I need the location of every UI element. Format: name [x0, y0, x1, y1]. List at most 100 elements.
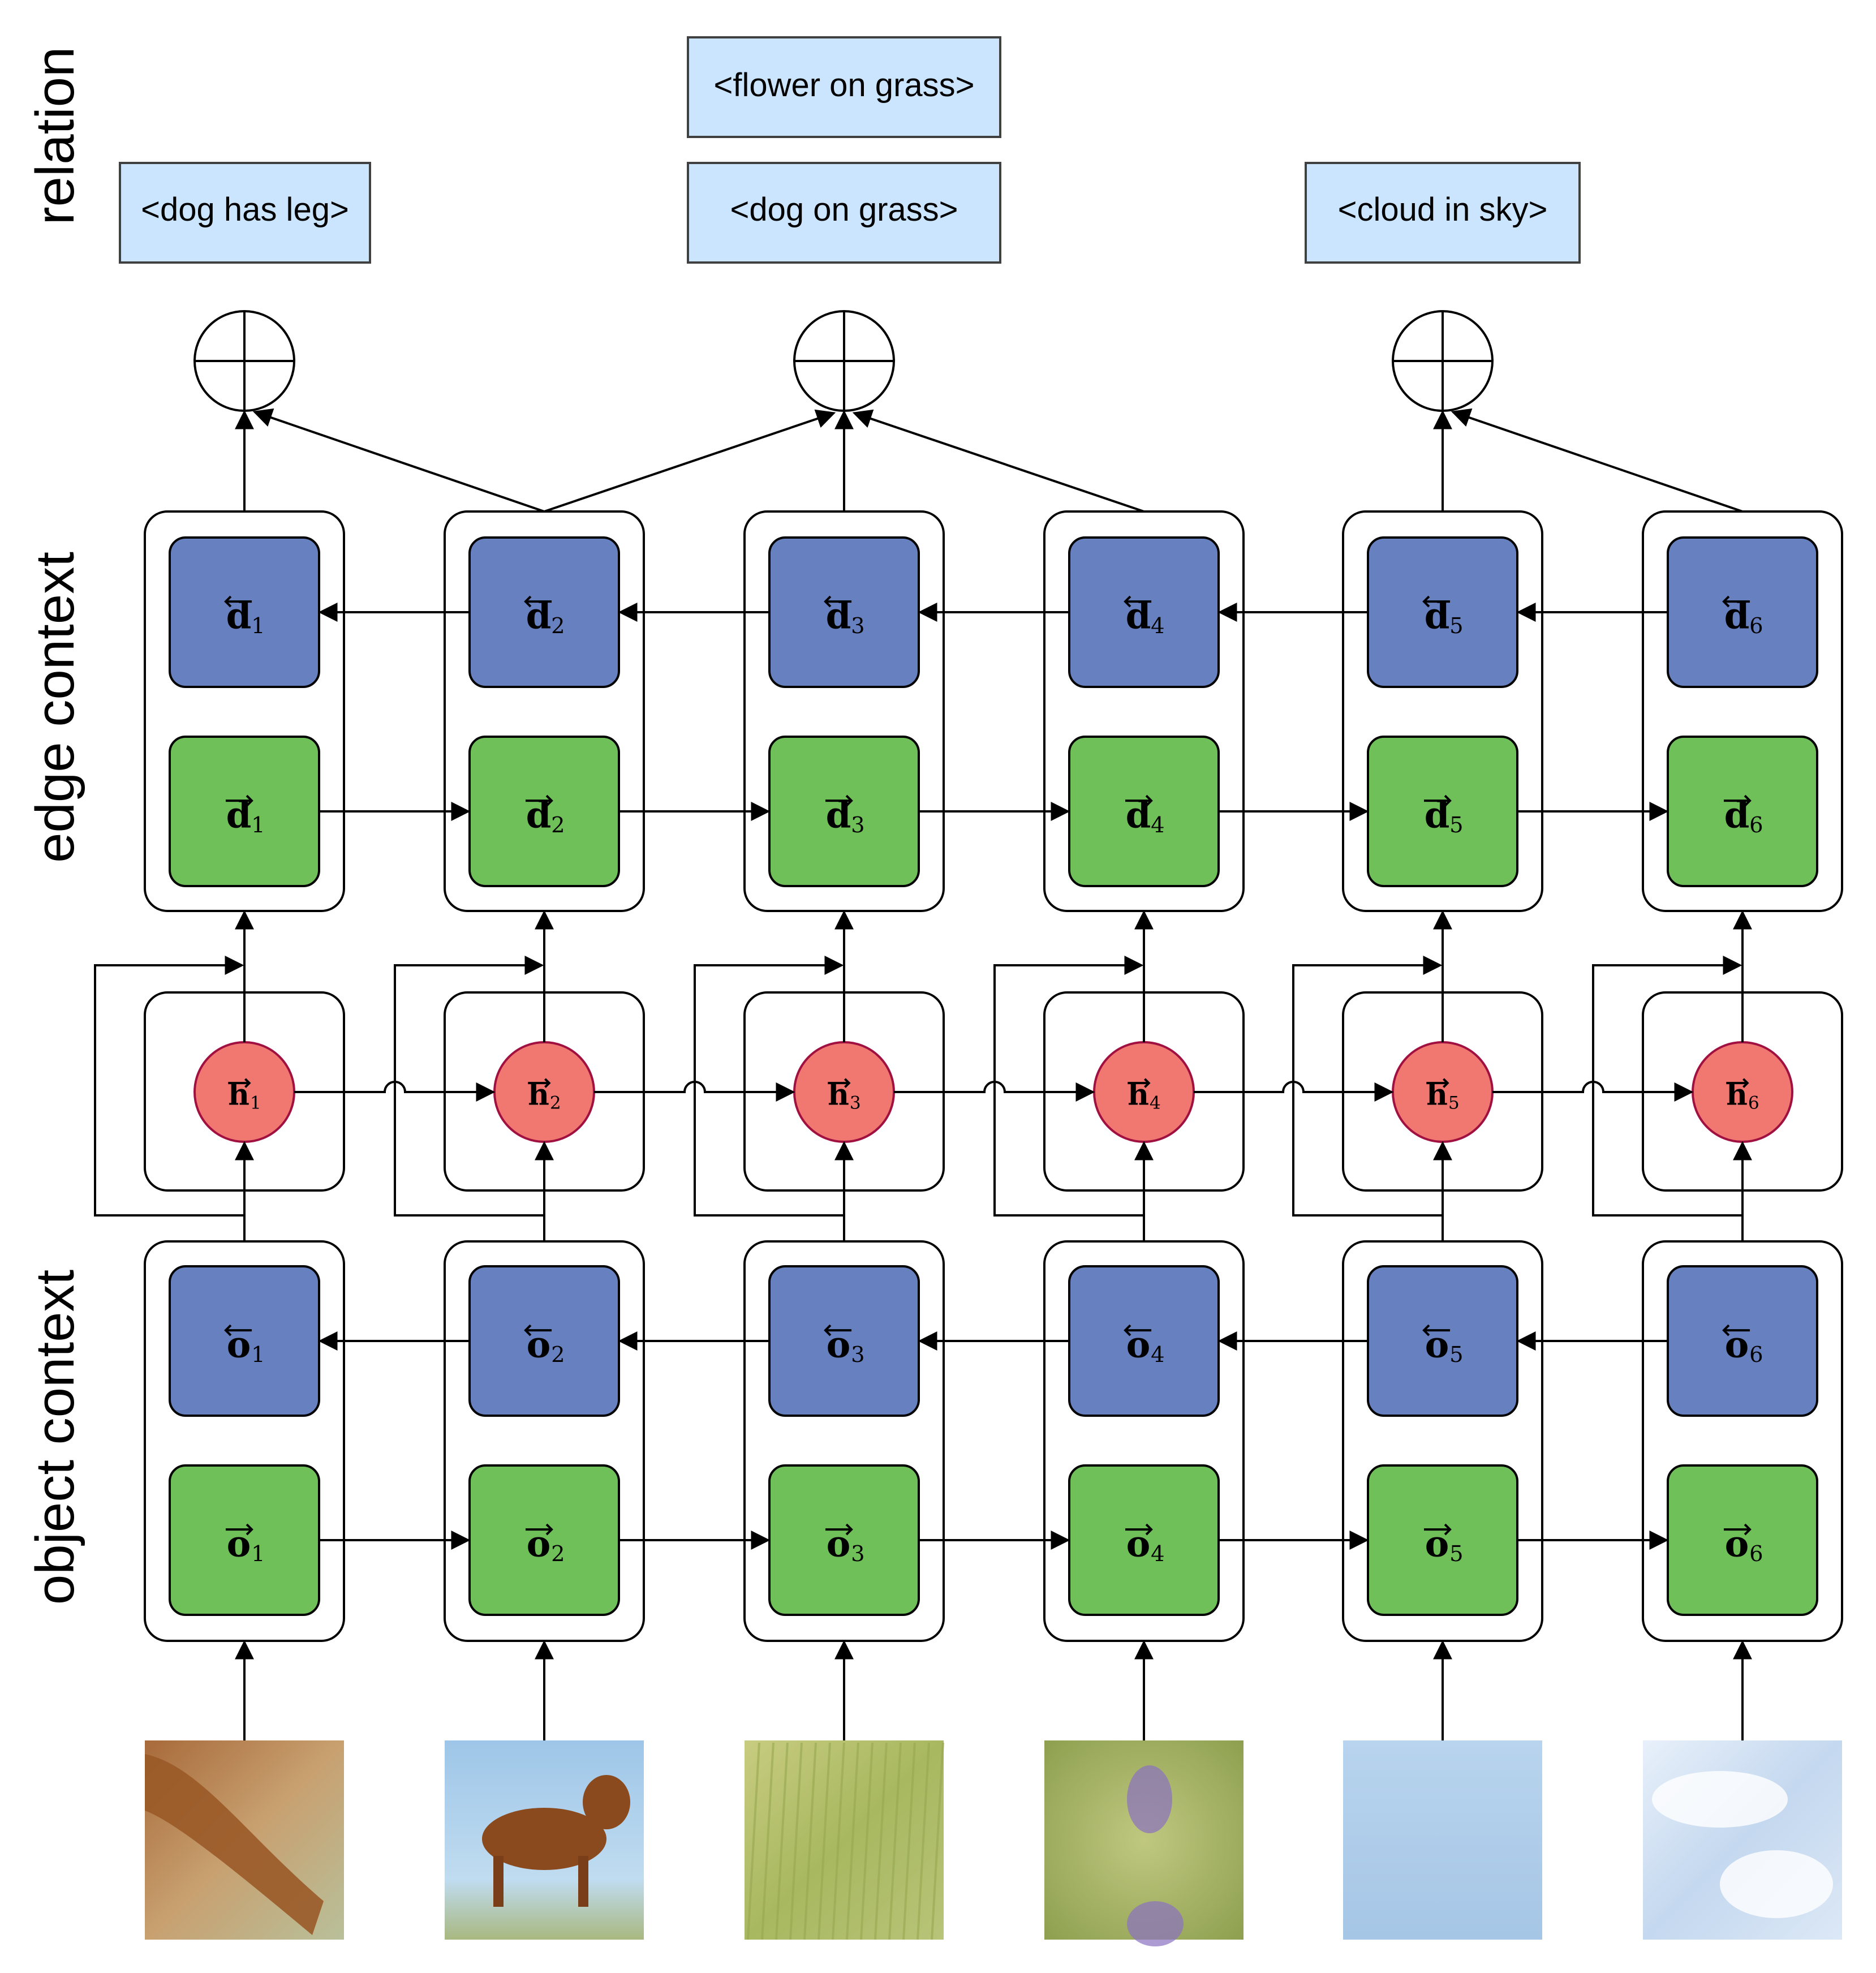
- symbol-subscript: 5: [1449, 1541, 1463, 1567]
- section-label-relation: relation: [25, 47, 85, 225]
- skip-connection: [94, 964, 244, 1217]
- symbol-subscript: 5: [1449, 613, 1463, 639]
- symbol-subscript: 4: [1151, 613, 1164, 639]
- symbol-subscript: 1: [251, 1541, 265, 1567]
- relation-label: <cloud in sky>: [1338, 191, 1548, 228]
- symbol-subscript: 1: [251, 1342, 265, 1368]
- symbol-subscript: 2: [551, 813, 565, 838]
- relation-label: <flower on grass>: [713, 67, 974, 104]
- symbol-subscript: 4: [1151, 1342, 1164, 1368]
- skip-connection: [394, 964, 544, 1217]
- symbol-subscript: 6: [1748, 1093, 1759, 1113]
- relation-box-dog-has-leg: <dog has leg>: [119, 162, 371, 264]
- hidden-state-link: [594, 1081, 795, 1102]
- relation-box-dog-on-grass: <dog on grass>: [687, 162, 1001, 264]
- skip-connection: [694, 964, 844, 1217]
- symbol-subscript: 2: [551, 613, 565, 639]
- symbol-subscript: 3: [850, 1093, 861, 1113]
- input-image-2: [445, 1740, 644, 1940]
- symbol-subscript: 4: [1151, 813, 1164, 838]
- combine-node-1: [193, 310, 295, 412]
- symbol-subscript: 5: [1448, 1093, 1460, 1113]
- symbol-subscript: 4: [1151, 1541, 1164, 1567]
- symbol-subscript: 6: [1749, 1541, 1763, 1567]
- hidden-state-link: [1492, 1081, 1694, 1102]
- relation-label: <dog on grass>: [730, 191, 958, 228]
- section-label-object-context: object context: [25, 1270, 85, 1605]
- skip-connection: [1592, 964, 1742, 1217]
- relation-box-flower-on-grass: <flower on grass>: [687, 36, 1001, 138]
- skip-connection: [1292, 964, 1443, 1217]
- combine-input-arrows: [235, 408, 1743, 513]
- symbol-subscript: 6: [1749, 613, 1763, 639]
- combine-node-3: [793, 310, 895, 412]
- symbol-subscript: 3: [851, 1541, 864, 1567]
- symbol-subscript: 4: [1150, 1093, 1161, 1113]
- symbol-subscript: 1: [251, 813, 265, 838]
- symbol-subscript: 6: [1749, 813, 1763, 838]
- section-label-edge-context: edge context: [25, 552, 85, 863]
- relation-label: <dog has leg>: [141, 191, 349, 228]
- symbol-subscript: 1: [250, 1093, 261, 1113]
- symbol-subscript: 3: [851, 613, 864, 639]
- input-image-5: [1343, 1740, 1542, 1940]
- hidden-state-link: [894, 1081, 1095, 1102]
- symbol-subscript: 2: [551, 1342, 565, 1368]
- symbol-subscript: 5: [1449, 813, 1463, 838]
- input-image-1: [145, 1740, 344, 1940]
- skip-connection: [993, 964, 1144, 1217]
- symbol-subscript: 2: [550, 1093, 561, 1113]
- symbol-subscript: 3: [851, 813, 864, 838]
- hidden-state-link: [1194, 1081, 1394, 1102]
- input-image-6: [1643, 1740, 1842, 1940]
- relation-box-cloud-in-sky: <cloud in sky>: [1305, 162, 1581, 264]
- combine-node-5: [1392, 310, 1494, 412]
- symbol-subscript: 3: [851, 1342, 864, 1368]
- symbol-subscript: 5: [1449, 1342, 1463, 1368]
- symbol-subscript: 2: [551, 1541, 565, 1567]
- input-image-4: [1044, 1740, 1244, 1946]
- input-image-3: [745, 1740, 944, 1940]
- symbol-subscript: 1: [251, 613, 265, 639]
- hidden-state-link: [294, 1081, 496, 1102]
- symbol-subscript: 6: [1749, 1342, 1763, 1368]
- recurrent-links-layer: [294, 603, 1694, 1550]
